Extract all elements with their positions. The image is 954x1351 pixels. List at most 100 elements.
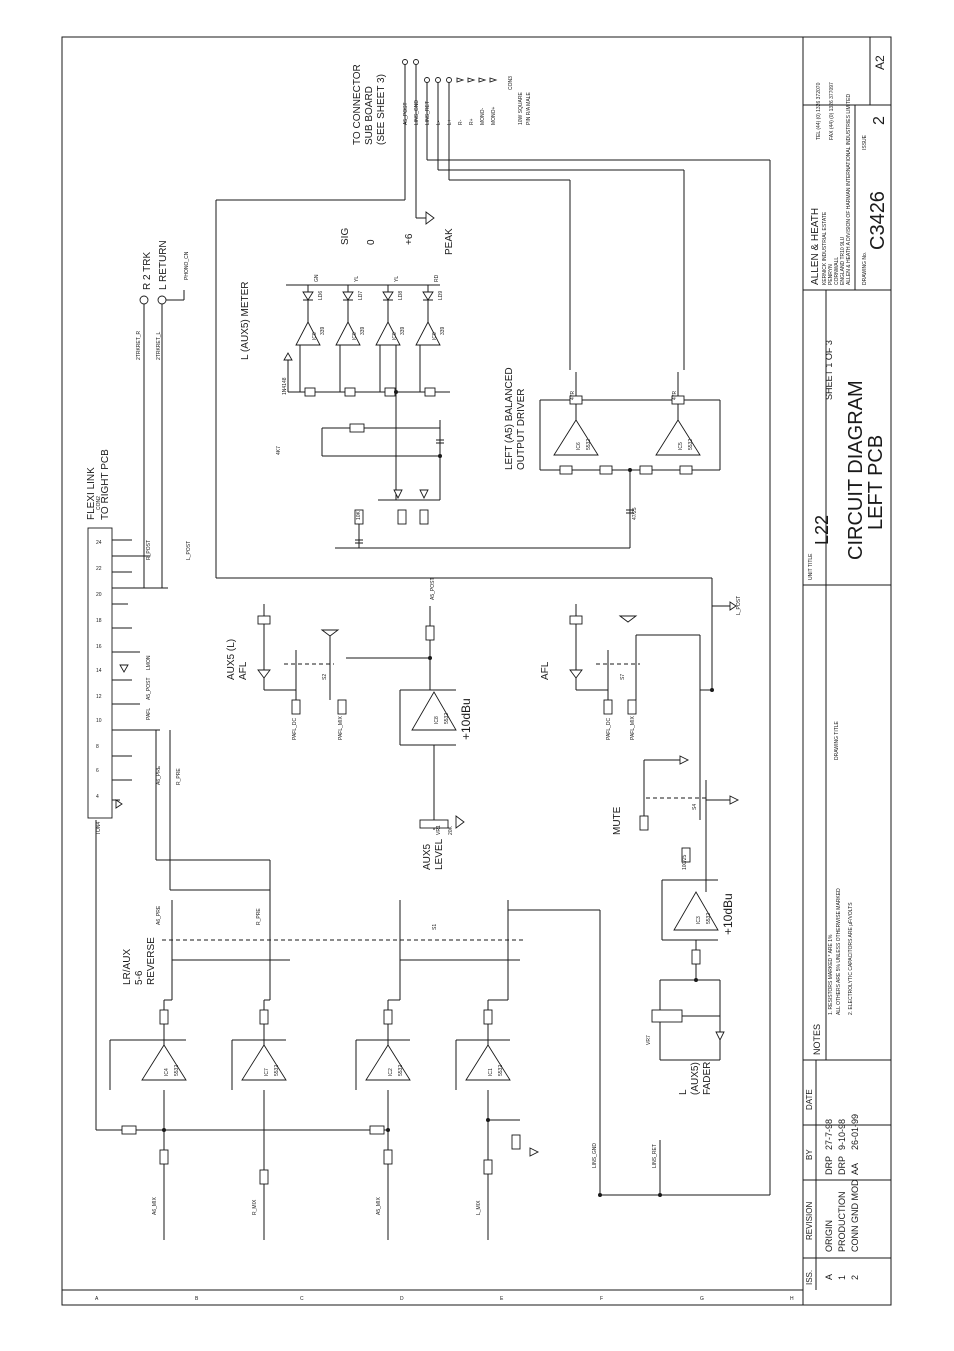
svg-text:ORIGIN: ORIGIN: [824, 1220, 834, 1252]
svg-text:DRP: DRP: [824, 1156, 834, 1175]
svg-text:ENGLAND TR10 9LU: ENGLAND TR10 9LU: [840, 236, 846, 285]
svg-text:339: 339: [320, 326, 326, 335]
meter-section: L (AUX5) METER SIG 0 +6 PEAK IC9 339 IC9…: [240, 228, 455, 549]
svg-text:5532: 5532: [586, 439, 592, 450]
afl-label: AFL: [540, 661, 551, 680]
switch-s7: S7: [620, 674, 626, 680]
svg-text:B: B: [195, 1296, 199, 1302]
svg-text:A: A: [95, 1296, 99, 1302]
svg-text:1: 1: [837, 1275, 847, 1280]
svg-text:5-6: 5-6: [134, 970, 145, 985]
meter-label: L (AUX5) METER: [240, 281, 251, 360]
svg-text:BY: BY: [805, 1149, 814, 1160]
svg-text:16: 16: [96, 644, 102, 650]
switch-s2: S2: [322, 674, 328, 680]
svg-text:4: 4: [96, 794, 99, 800]
comparator-ic9a: IC9 339: [295, 321, 326, 346]
svg-text:VR1: VR1: [436, 825, 442, 835]
fader-label: L: [678, 1089, 689, 1095]
connector-label: TO CONNECTOR: [352, 64, 363, 145]
sheet-number: SHEET 1 OF 3: [824, 340, 834, 400]
svg-text:IC4: IC4: [164, 1068, 170, 1076]
svg-text:IC2: IC2: [388, 1068, 394, 1076]
svg-text:IC8: IC8: [434, 716, 440, 724]
led-ld7: LD7 YL: [342, 276, 364, 322]
svg-text:UNIT TITLE: UNIT TITLE: [808, 553, 814, 580]
svg-text:CON3: CON3: [508, 76, 514, 90]
svg-text:5532: 5532: [174, 1065, 180, 1076]
svg-text:27-7-98: 27-7-98: [824, 1119, 834, 1150]
svg-text:20: 20: [96, 592, 102, 598]
plus10dbu-label-b: +10dBu: [721, 893, 735, 935]
svg-text:DRAWING TITLE: DRAWING TITLE: [834, 720, 840, 760]
svg-text:22: 22: [96, 566, 102, 572]
comparator-ic9d: IC9 339: [415, 321, 446, 346]
flexi-link-label: FLEXI LINK: [86, 467, 97, 520]
two-track-return-label: R 2 TRK: [142, 252, 153, 290]
svg-text:(AUX5): (AUX5): [690, 1062, 701, 1095]
svg-text:GN: GN: [314, 274, 320, 282]
svg-text:47R: 47R: [570, 390, 576, 400]
svg-text:100/25: 100/25: [682, 854, 688, 870]
sheet-size: A2: [873, 55, 887, 70]
svg-text:A5_POST: A5_POST: [430, 577, 436, 600]
mute-label: MUTE: [612, 806, 623, 835]
svg-text:L-: L-: [436, 120, 442, 125]
svg-text:SUB BOARD: SUB BOARD: [364, 86, 375, 145]
afl-mute-section: AFL L_POST PAFL_DC PAFL_MIX S7 MUTE S4: [540, 578, 742, 835]
svg-text:5532: 5532: [444, 713, 450, 724]
svg-text:L_POST: L_POST: [186, 541, 192, 560]
svg-text:26-01-99: 26-01-99: [850, 1114, 860, 1150]
svg-text:ALL OTHERS ARE 5% UNLESS OTHER: ALL OTHERS ARE 5% UNLESS OTHERWISE MARKE…: [836, 888, 842, 1015]
svg-text:A5_MIX: A5_MIX: [376, 1197, 382, 1215]
svg-text:R_MIX: R_MIX: [252, 1199, 258, 1215]
svg-text:2TRKRET_R: 2TRKRET_R: [136, 330, 142, 360]
svg-text:8: 8: [96, 744, 99, 750]
notes: NOTES 1. RESISTORS MARKED * ARE 1% ALL O…: [812, 888, 854, 1055]
svg-text:RD: RD: [434, 274, 440, 282]
reverse-label: LR/AUX: [122, 949, 133, 985]
svg-text:LEVEL: LEVEL: [434, 838, 445, 870]
aux5-level-label: AUX5: [422, 843, 433, 870]
svg-text:47R: 47R: [672, 390, 678, 400]
border-markers: A B C D E F G H: [95, 1296, 794, 1302]
svg-text:FAX (44) (0) 1326 377097: FAX (44) (0) 1326 377097: [829, 82, 835, 140]
mix-amp-ic4: IC4 5532 A6_MIX: [95, 820, 388, 1240]
svg-text:LD9: LD9: [438, 291, 444, 300]
mix-amp-ic2: IC2 5532 A5_MIX: [355, 960, 411, 1240]
drawing-number: C3426: [867, 191, 889, 250]
svg-text:R_POST: R_POST: [146, 540, 152, 560]
svg-text:TEL (44) (0) 1326 372070: TEL (44) (0) 1326 372070: [816, 82, 822, 140]
svg-text:IC9: IC9: [432, 332, 438, 340]
svg-text:PAFL_DC: PAFL_DC: [606, 717, 612, 740]
svg-text:MONO+: MONO+: [491, 106, 497, 125]
svg-text:CON2: CON2: [96, 496, 102, 510]
svg-text:2: 2: [850, 1275, 860, 1280]
svg-text:CONN GND MOD: CONN GND MOD: [850, 1179, 860, 1252]
svg-text:F: F: [600, 1296, 603, 1302]
drawing-title: CIRCUIT DIAGRAM: [845, 380, 867, 560]
svg-text:DRAWING No.: DRAWING No.: [862, 252, 868, 285]
reverse-switch-bank: LR/AUX 5-6 REVERSE A6_PRE R_PRE S1: [122, 730, 601, 1060]
svg-text:LINS_GND: LINS_GND: [592, 1143, 598, 1168]
svg-text:339: 339: [440, 326, 446, 335]
svg-text:47/25: 47/25: [632, 507, 638, 520]
svg-text:PAFL_MIX: PAFL_MIX: [630, 716, 636, 740]
svg-text:VR7: VR7: [646, 1035, 652, 1045]
output-connector: TO CONNECTOR SUB BOARD (SEE SHEET 3) A5_…: [215, 59, 771, 1195]
svg-text:339: 339: [360, 326, 366, 335]
svg-text:S7: S7: [620, 674, 626, 680]
svg-text:PIN R/A MALE: PIN R/A MALE: [526, 92, 532, 125]
title-block: ALLEN & HEATH KERNICK INDUSTRIAL ESTATE …: [803, 37, 891, 1061]
svg-text:10W SQUARE: 10W SQUARE: [518, 92, 524, 125]
unit-title: L22: [812, 515, 832, 545]
svg-text:REVISION: REVISION: [805, 1202, 814, 1240]
drawing-frame: [61, 36, 892, 1306]
svg-text:R_PRE: R_PRE: [256, 908, 262, 925]
comparator-ic9c: IC9 339: [375, 321, 406, 346]
svg-text:IC1: IC1: [488, 1068, 494, 1076]
svg-text:1N4148: 1N4148: [282, 377, 288, 395]
svg-text:S4: S4: [692, 804, 698, 810]
svg-text:LINS_RET: LINS_RET: [425, 101, 431, 125]
opamp-ic6: IC6 5532: [553, 419, 599, 456]
